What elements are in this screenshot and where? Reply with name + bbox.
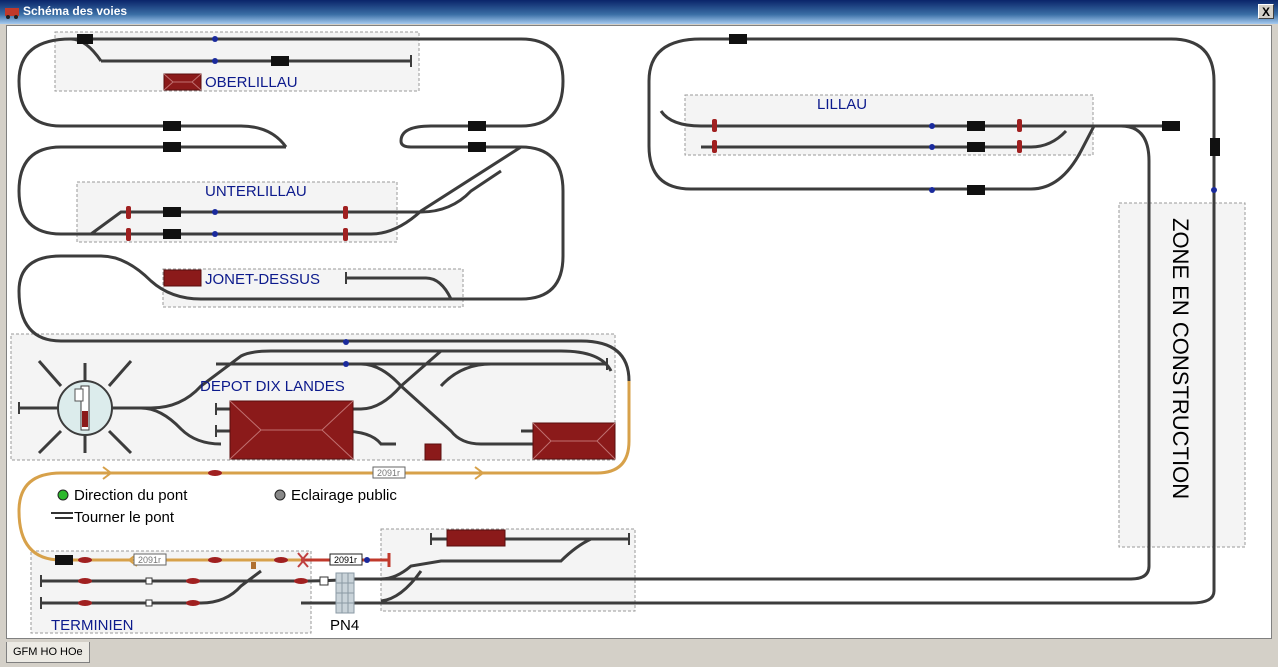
building-pn xyxy=(446,529,506,547)
lock-icon xyxy=(251,562,256,569)
zone-jonet xyxy=(162,268,464,308)
detectors xyxy=(212,36,1217,563)
station-lillau: LILLAU xyxy=(817,96,867,113)
station-depot: DEPOT DIX LANDES xyxy=(200,378,345,395)
tab-layout[interactable]: GFM HO HOe xyxy=(6,642,90,663)
lamp-icon xyxy=(274,489,286,501)
station-unterlillau: UNTERLILLAU xyxy=(205,183,307,200)
isolators xyxy=(78,119,1022,606)
window-title: Schéma des voies xyxy=(23,4,128,18)
svg-text:2091r: 2091r xyxy=(138,555,161,565)
track-schematic: 2091r 2091r 2091r OBERLILLAU UNTERLILLAU… xyxy=(10,31,1246,634)
legend-eclairage[interactable]: Eclairage public xyxy=(291,487,397,504)
legend-tourner[interactable]: Tourner le pont xyxy=(74,509,175,526)
route-arrow-red xyxy=(297,552,309,568)
turntable[interactable] xyxy=(37,360,133,455)
buffers xyxy=(18,55,630,609)
building-small xyxy=(424,443,442,461)
svg-text:2091r: 2091r xyxy=(377,468,400,478)
turn-icon xyxy=(51,512,73,519)
zone-terminien xyxy=(30,550,312,634)
zone-construction-label: ZONE EN CONSTRUCTION xyxy=(1168,218,1193,499)
building-jonet xyxy=(163,269,202,287)
level-crossing[interactable] xyxy=(335,572,355,614)
app-icon xyxy=(5,8,19,19)
tracks xyxy=(17,37,1216,605)
building-depot-2 xyxy=(532,422,616,460)
markers xyxy=(145,576,329,607)
signals[interactable] xyxy=(55,34,1220,565)
title-bar: Schéma des voies X xyxy=(0,0,1278,24)
active-route xyxy=(17,381,631,562)
zone-construction xyxy=(1118,202,1246,548)
station-terminien: TERMINIEN xyxy=(51,617,134,634)
station-pn4: PN4 xyxy=(330,617,359,634)
direction-icon xyxy=(57,489,69,501)
station-jonet: JONET-DESSUS xyxy=(205,271,320,288)
close-button[interactable]: X xyxy=(1258,4,1274,19)
zone-pn xyxy=(380,528,636,612)
legend-direction[interactable]: Direction du pont xyxy=(74,487,188,504)
svg-text:2091r: 2091r xyxy=(334,555,357,565)
station-oberlillau: OBERLILLAU xyxy=(205,74,298,91)
block-labels: 2091r 2091r 2091r xyxy=(133,466,406,566)
track-diagram-canvas[interactable]: 2091r 2091r 2091r OBERLILLAU UNTERLILLAU… xyxy=(6,25,1272,639)
